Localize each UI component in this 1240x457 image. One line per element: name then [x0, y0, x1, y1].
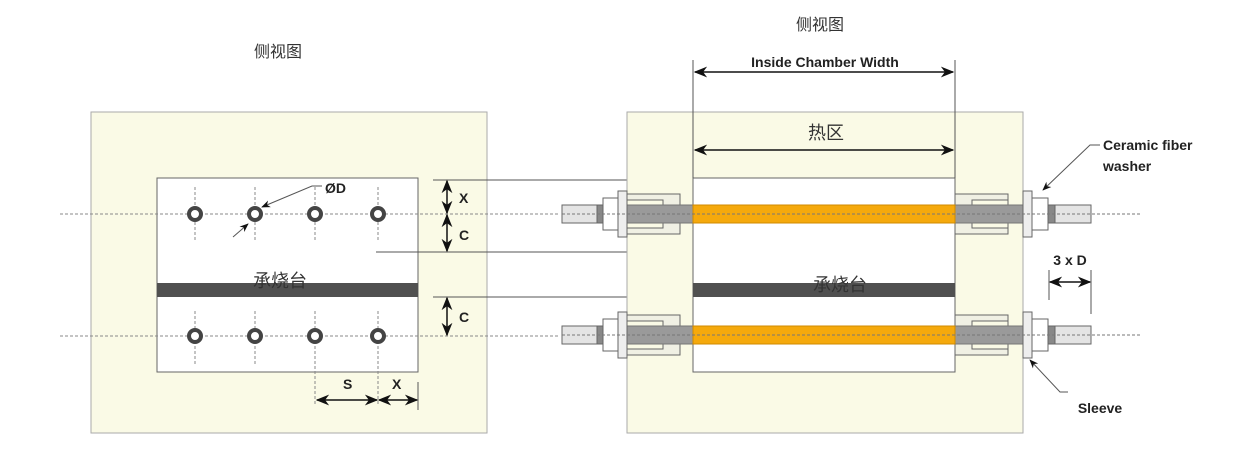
washer-label: washer [1102, 158, 1152, 174]
left-side-view: 侧视图 承烧台 ØD [60, 42, 735, 434]
dim-c-top: C [459, 227, 469, 243]
hole [370, 206, 386, 222]
hole [187, 328, 203, 344]
sleeve-arrow [1029, 359, 1068, 393]
hole [247, 206, 263, 222]
setter-plate-label: 承烧台 [813, 275, 867, 296]
hole [187, 206, 203, 222]
terminal-nut [602, 197, 619, 231]
hole-diameter-arrow [232, 223, 249, 238]
sleeve-label: Sleeve [1078, 400, 1123, 416]
setter-plate [157, 283, 418, 297]
right-view-title: 侧视图 [796, 15, 844, 34]
washer-label: Ceramic fiber [1103, 137, 1193, 153]
hole [307, 206, 323, 222]
dimension-arrows [315, 179, 453, 406]
hole [370, 328, 386, 344]
dim-s: S [343, 376, 352, 392]
heating-element-top [561, 190, 1140, 238]
setter-plate-label: 承烧台 [253, 271, 307, 292]
dim-c-bottom: C [459, 309, 469, 325]
hole [247, 328, 263, 344]
heating-element-bottom [561, 311, 1140, 359]
element-holes [187, 206, 386, 344]
dim-x-bottom: X [392, 376, 402, 392]
washer-arrow [1042, 144, 1100, 191]
chamber-width-label: Inside Chamber Width [751, 54, 899, 70]
hole-diameter-arrow [261, 185, 322, 208]
hole [307, 328, 323, 344]
right-side-view: 侧视图 承烧台 Inside Chamber Width 热区 Ceramic … [561, 15, 1193, 434]
hole-diameter-label: ØD [325, 180, 346, 196]
dim-x-top: X [459, 190, 469, 206]
terminal-nut [602, 318, 619, 352]
setter-plate [693, 283, 955, 297]
hot-zone-label: 热区 [808, 123, 844, 144]
left-view-title: 侧视图 [254, 42, 302, 61]
spacing-label: 3 x D [1053, 252, 1086, 268]
